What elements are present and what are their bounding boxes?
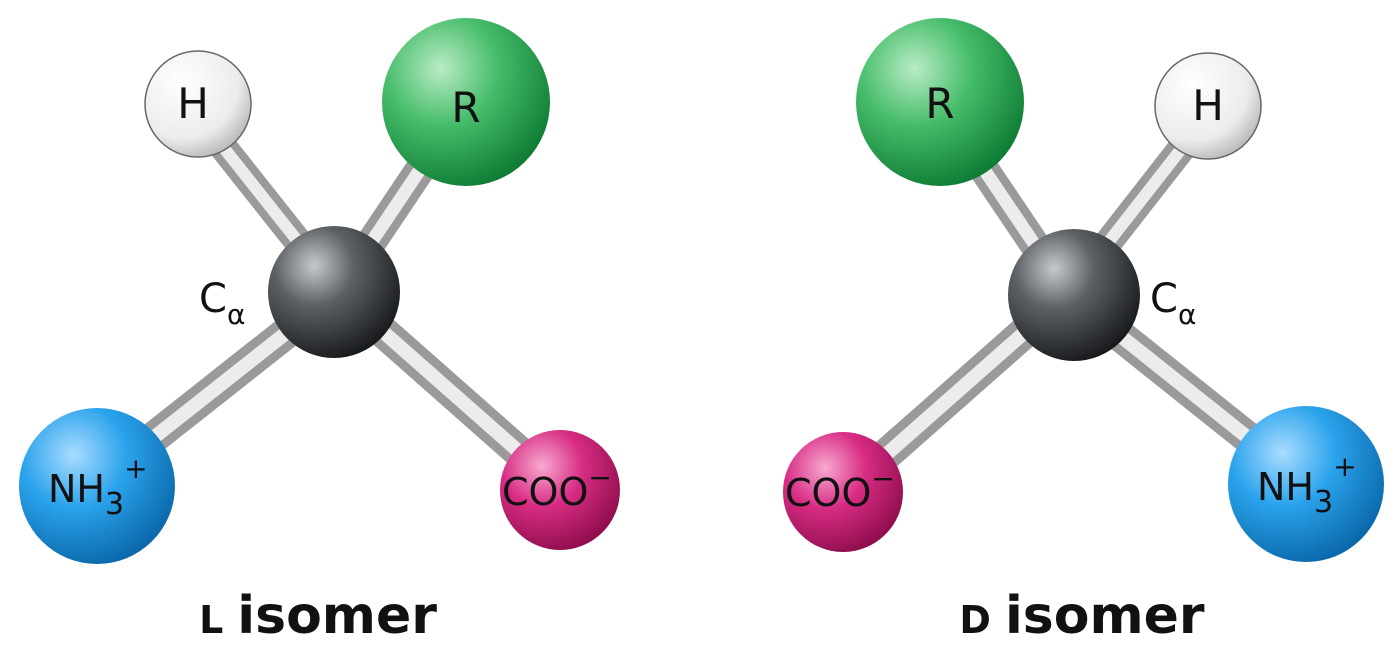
l-carboxylate-label: COO− (502, 461, 612, 514)
d-amino-atom (1228, 406, 1384, 562)
d-alpha-carbon-atom (1008, 229, 1140, 361)
d-carboxylate-label: COO− (785, 462, 895, 515)
d-r-group-atom (856, 18, 1024, 186)
l-hydrogen-atom (144, 50, 252, 158)
l-r-group-atom (382, 18, 550, 186)
l-alpha-carbon-label: Cα (199, 276, 245, 331)
l-carboxylate-atom (500, 430, 620, 550)
d-alpha-carbon-label: Cα (1150, 276, 1196, 331)
l-amino-atom (19, 408, 175, 564)
d-hydrogen-atom (1154, 52, 1262, 160)
d-amino-label: NH3+ (1257, 450, 1357, 520)
d-carboxylate-atom (783, 432, 903, 552)
d-hydrogen-label: H (1192, 81, 1224, 130)
l-alpha-carbon-atom (268, 226, 400, 358)
l-amino-label: NH3+ (48, 452, 148, 522)
l-hydrogen-label: H (177, 79, 209, 128)
l-r-group-label: R (451, 83, 480, 132)
d-r-group-label: R (925, 79, 954, 128)
